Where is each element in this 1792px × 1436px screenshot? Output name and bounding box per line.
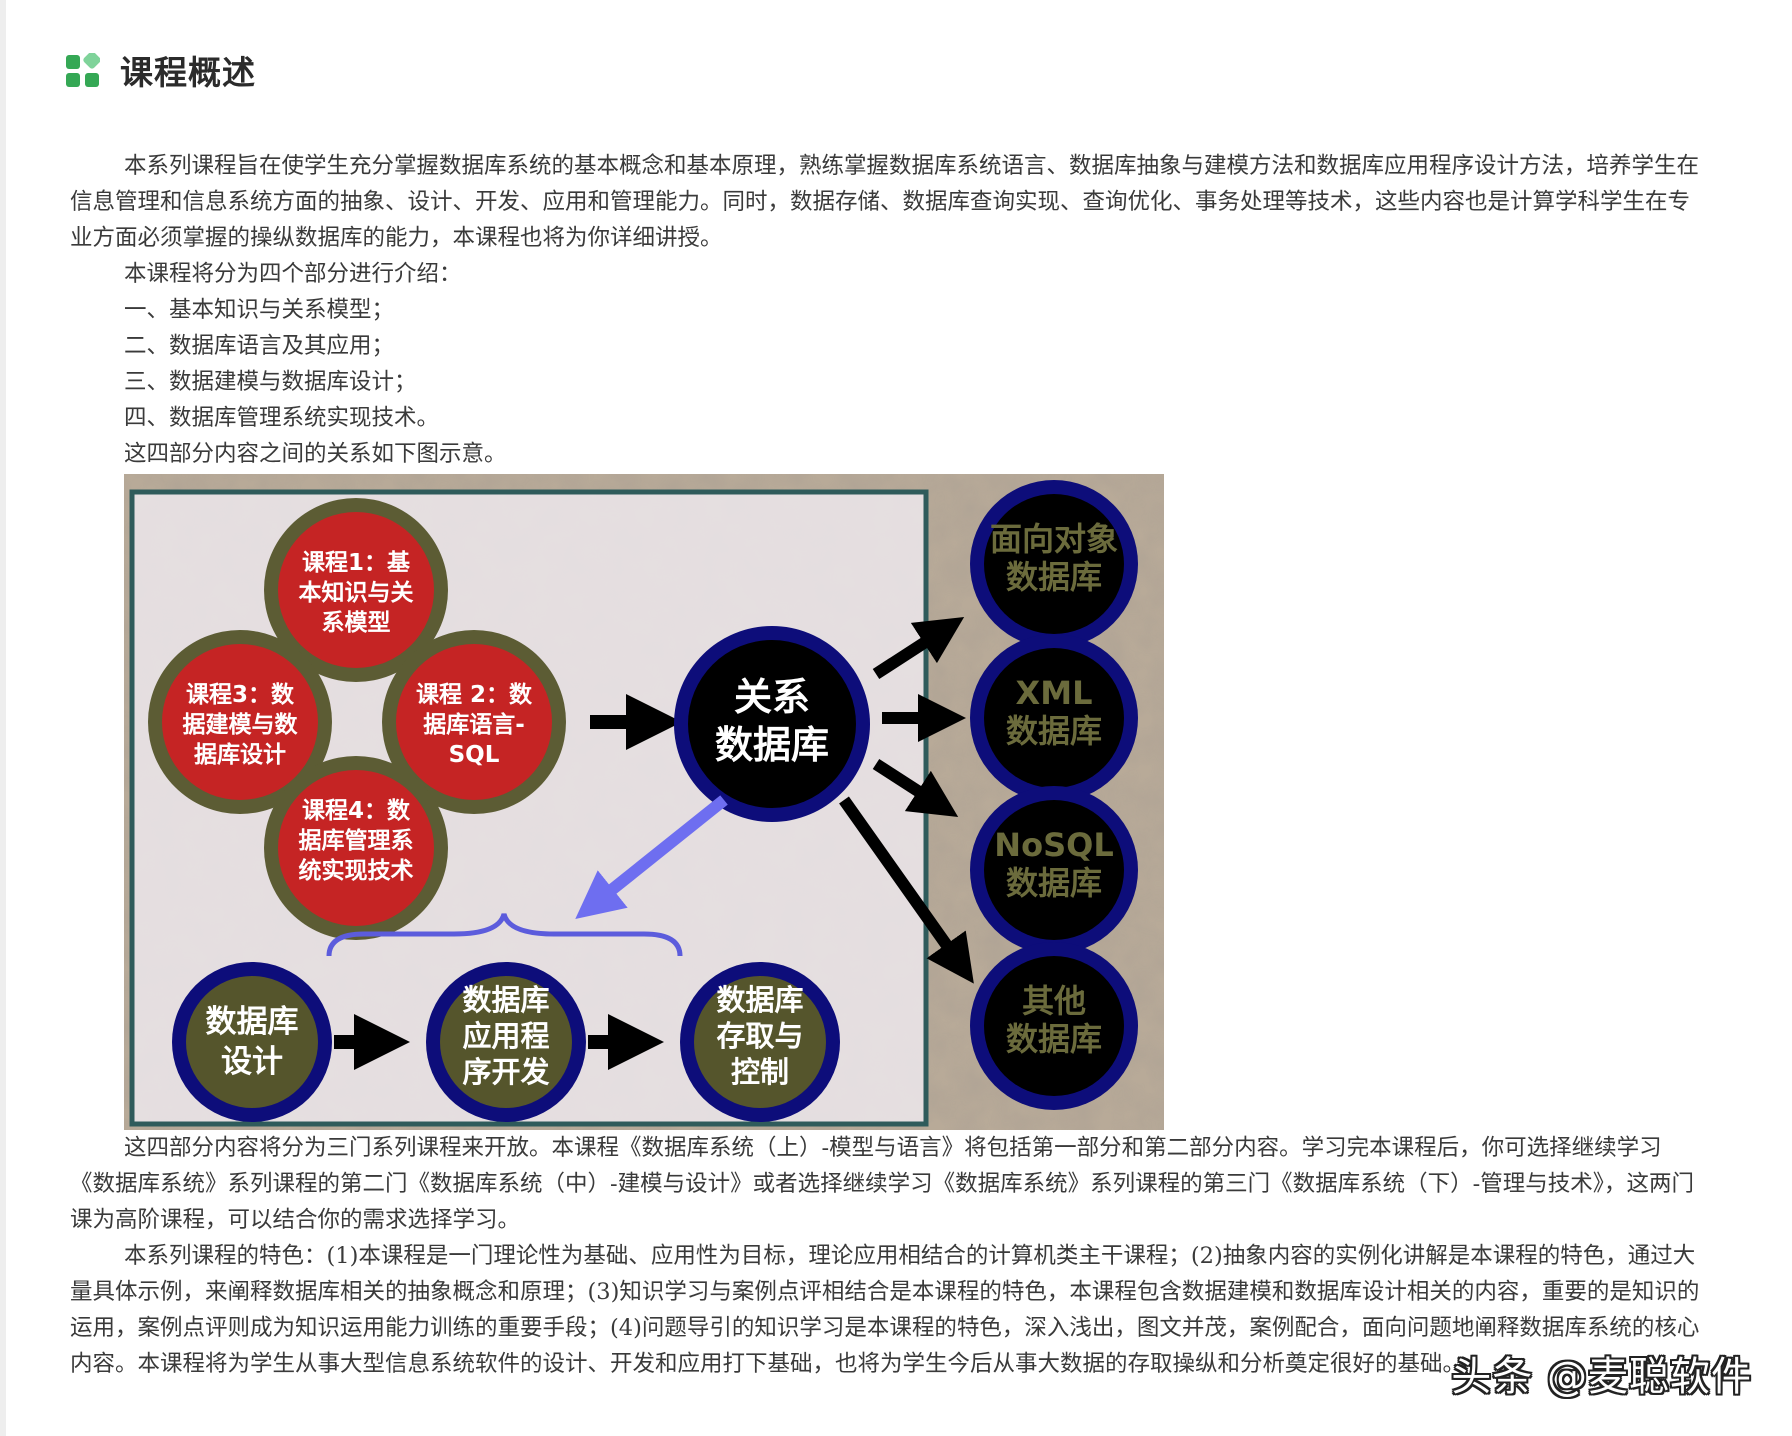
features-paragraph: 本系列课程的特色：(1)本课程是一门理论性为基础、应用性为目标，理论应用相结合的… (70, 1243, 1700, 1377)
db-access-control-circle: 数据库 存取与 控制 (680, 962, 840, 1122)
db-design-label-line2: 设计 (221, 1044, 283, 1080)
oodb-label-line1: 面向对象 (990, 520, 1118, 558)
course-relationship-diagram: 课程1：基 本知识与关 系模型 课程3：数 据建模与数 据库设计 课程 2：数 … (124, 474, 1164, 1130)
section-header: 课程概述 (66, 48, 256, 92)
course-3-label-line3: 据库设计 (194, 742, 286, 768)
arrow-to-oodb (872, 616, 965, 680)
figure-caption: 这四部分内容之间的关系如下图示意。 (124, 441, 507, 467)
course-2-label-line1: 课程 2：数 (416, 682, 533, 708)
course-2-label-line2: 据库语言- (423, 711, 525, 738)
xml-db-label-line2: 数据库 (1006, 712, 1102, 750)
arrow-to-nosql (872, 758, 959, 818)
intro-paragraph: 本系列课程旨在使学生充分掌握数据库系统的基本概念和基本原理，熟练掌握数据库系统语… (70, 153, 1700, 251)
course-3-label-line1: 课程3：数 (186, 682, 295, 708)
other-db-circle: 其他 数据库 (970, 942, 1138, 1110)
grouping-brace (326, 913, 683, 957)
other-db-label-line1: 其他 (1022, 982, 1086, 1020)
oodb-circle: 面向对象 数据库 (970, 480, 1138, 648)
db-app-dev-label-line3: 序开发 (462, 1055, 549, 1089)
arrow-to-other (839, 796, 974, 984)
body-section: 这四部分内容将分为三门系列课程来开放。本课程《数据库系统（上）-模型与语言》将包… (70, 1130, 1706, 1382)
part-item-2: 二、数据库语言及其应用； (124, 333, 395, 359)
oodb-label-line2: 数据库 (1006, 558, 1102, 596)
nosql-db-circle: NoSQL 数据库 (970, 786, 1138, 954)
relational-label-line1: 关系 (734, 675, 810, 719)
course-1-label-line3: 系模型 (322, 610, 391, 636)
course-4-label-line2: 据库管理系 (299, 827, 414, 854)
course-2-circle: 课程 2：数 据库语言- SQL (382, 630, 566, 814)
course-4-label-line3: 统实现技术 (299, 857, 414, 884)
page-left-edge (0, 0, 6, 1436)
xml-db-label-line1: XML (1016, 674, 1093, 712)
course-1-label-line1: 课程1：基 (302, 550, 411, 576)
db-app-dev-label-line2: 应用程 (462, 1019, 549, 1053)
intro-section: 本系列课程旨在使学生充分掌握数据库系统的基本概念和基本原理，熟练掌握数据库系统语… (70, 148, 1706, 472)
course-2-label-line3: SQL (449, 742, 500, 768)
course-4-label-line1: 课程4：数 (302, 798, 411, 824)
arrow-to-design (575, 795, 728, 919)
page-title: 课程概述 (120, 53, 256, 92)
other-db-label-line2: 数据库 (1006, 1020, 1102, 1058)
db-app-dev-circle: 数据库 应用程 序开发 (426, 962, 586, 1122)
nosql-db-label-line1: NoSQL (994, 826, 1113, 864)
db-access-label-line1: 数据库 (716, 983, 803, 1017)
course-4-circle: 课程4：数 据库管理系 统实现技术 (264, 756, 448, 940)
db-design-label-line1: 数据库 (206, 1004, 299, 1040)
series-paragraph: 这四部分内容将分为三门系列课程来开放。本课程《数据库系统（上）-模型与语言》将包… (70, 1135, 1694, 1233)
apps-grid-icon (66, 53, 100, 87)
course-1-circle: 课程1：基 本知识与关 系模型 (264, 498, 448, 682)
xml-db-circle: XML 数据库 (970, 634, 1138, 802)
db-design-circle: 数据库 设计 (172, 962, 332, 1122)
watermark: 头条 @麦聪软件 (1451, 1354, 1752, 1400)
db-app-dev-label-line1: 数据库 (462, 983, 549, 1017)
db-access-label-line2: 存取与 (716, 1019, 803, 1053)
course-1-label-line2: 本知识与关 (299, 579, 414, 606)
course-3-label-line2: 据建模与数 (183, 712, 299, 738)
relational-label-line2: 数据库 (715, 723, 829, 767)
part-item-3: 三、数据建模与数据库设计； (124, 369, 417, 395)
parts-intro: 本课程将分为四个部分进行介绍： (124, 261, 462, 287)
part-item-1: 一、基本知识与关系模型； (124, 297, 395, 323)
course-3-circle: 课程3：数 据建模与数 据库设计 (148, 630, 332, 814)
relational-db-circle: 关系 数据库 (674, 626, 870, 822)
db-access-label-line3: 控制 (731, 1055, 789, 1089)
part-item-4: 四、数据库管理系统实现技术。 (124, 405, 440, 431)
nosql-db-label-line2: 数据库 (1006, 864, 1102, 902)
